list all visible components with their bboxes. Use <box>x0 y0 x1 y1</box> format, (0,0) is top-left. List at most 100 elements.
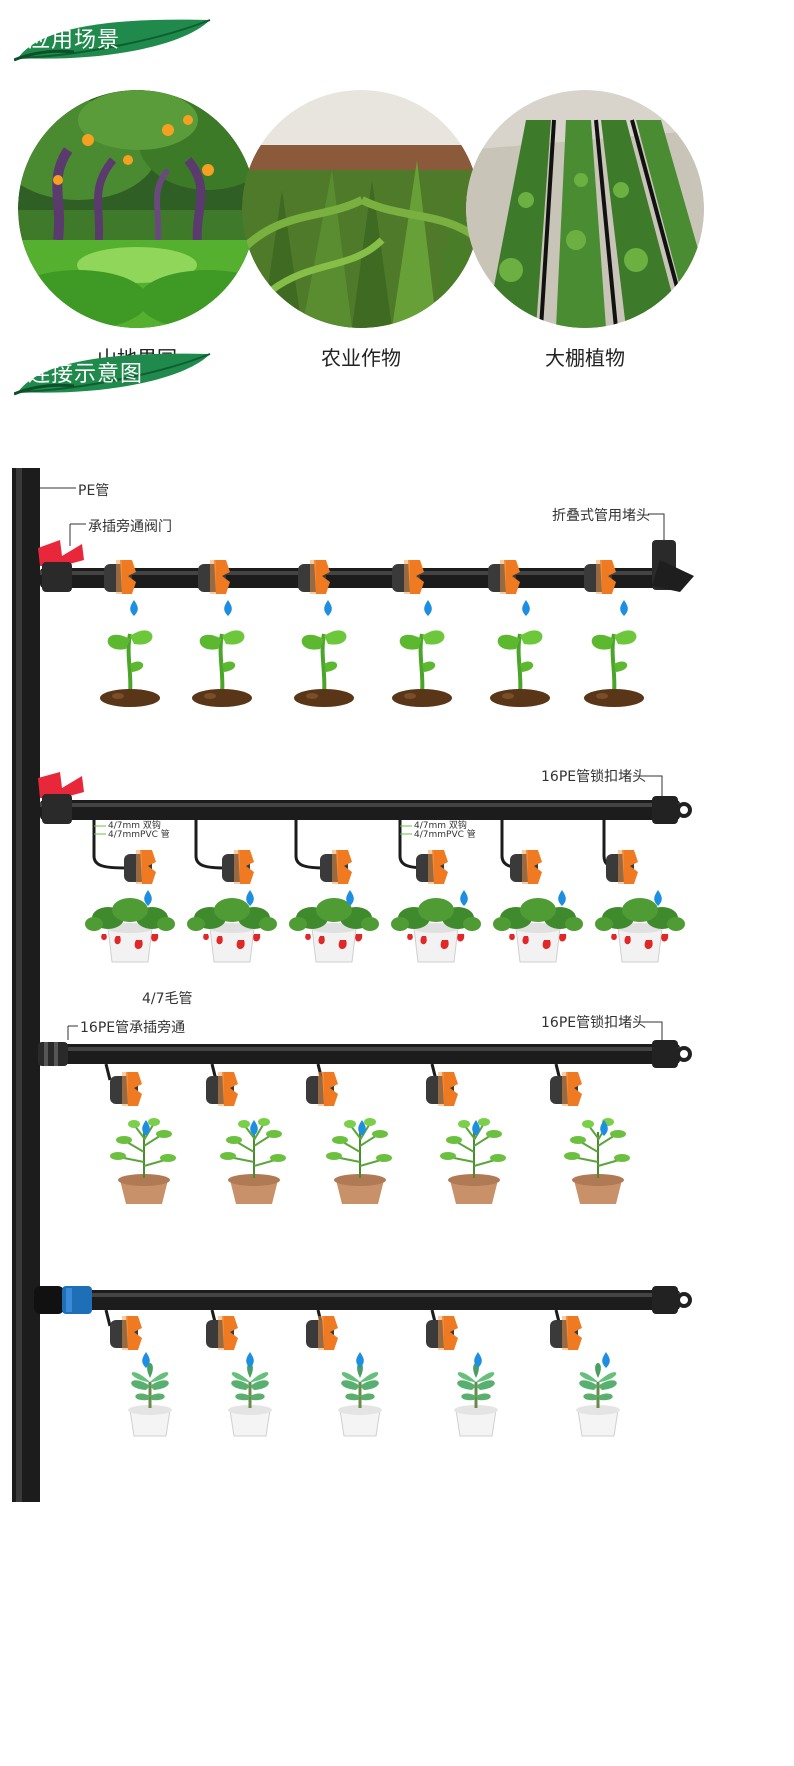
scene-caption: 大棚植物 <box>545 346 625 370</box>
seedling-icon <box>98 628 162 709</box>
water-drop-icon <box>144 890 152 906</box>
seedling-icon <box>582 628 646 709</box>
row-3-bushes <box>109 1117 631 1205</box>
scene-greenhouse: 大棚植物 <box>466 90 704 371</box>
dripper-icon <box>510 850 542 884</box>
dripper-icon <box>306 1316 338 1350</box>
row-3-drippers <box>110 1072 582 1106</box>
connection-diagram <box>12 468 694 1502</box>
water-drop-icon <box>460 890 468 906</box>
water-drop-icon <box>224 600 232 616</box>
leader-lines <box>40 487 665 1040</box>
dripper-icon <box>426 1072 458 1106</box>
dripper-icon <box>206 1316 238 1350</box>
bypass-valve-icon <box>38 540 84 592</box>
dripper-icon <box>306 1072 338 1106</box>
strawberry-pot-icon <box>186 897 278 963</box>
label-lock-end-plug: 16PE管锁扣堵头 <box>541 769 647 785</box>
section-title: 应用场景 <box>28 28 121 53</box>
succulent-pot-icon <box>336 1361 384 1438</box>
scene-caption: 农业作物 <box>321 346 401 370</box>
dripper-icon <box>206 1072 238 1106</box>
crops-image <box>242 90 480 328</box>
label-main-pipe: PE管 <box>78 483 110 499</box>
dripper-icon <box>298 560 330 594</box>
seedling-icon <box>488 628 552 709</box>
blue-connector-icon <box>34 1286 92 1314</box>
socket-bypass-icon <box>38 1042 68 1066</box>
dripper-icon <box>488 560 520 594</box>
label-lock-end-plug: 16PE管锁扣堵头 <box>541 1015 647 1031</box>
dripper-icon <box>222 850 254 884</box>
row-4-succulents <box>126 1361 622 1438</box>
dripper-icon <box>606 850 638 884</box>
label-folding-end-plug: 折叠式管用堵头 <box>552 508 650 524</box>
row-1-seedlings <box>98 628 646 709</box>
seedling-icon <box>292 628 356 709</box>
succulent-pot-icon <box>574 1361 622 1438</box>
label-capillary: 4/7毛管 <box>142 991 193 1007</box>
row-1-drops <box>130 600 628 616</box>
water-drop-icon <box>602 1352 610 1368</box>
strawberry-pot-icon <box>594 897 686 963</box>
label-pvc-tube: 4/7mmPVC 管 <box>108 830 170 840</box>
pipe-highlight <box>40 571 680 575</box>
folding-end-plug-icon <box>652 540 694 592</box>
label-pvc-tube: 4/7mmPVC 管 <box>414 830 476 840</box>
pipe-highlight <box>40 803 680 807</box>
succulent-pot-icon <box>226 1361 274 1438</box>
potted-plant-icon <box>563 1117 631 1205</box>
row-2-strawberries <box>84 897 686 963</box>
seedling-icon <box>190 628 254 709</box>
section-title: 连接示意图 <box>28 362 144 387</box>
greenhouse-image <box>466 90 704 328</box>
scene-crops: 农业作物 <box>242 90 480 371</box>
succulent-pot-icon <box>126 1361 174 1438</box>
row-4-drippers <box>110 1316 582 1350</box>
dripper-icon <box>584 560 616 594</box>
bypass-valve-icon <box>38 772 84 824</box>
label-leaders-green <box>94 825 412 835</box>
water-drop-icon <box>130 600 138 616</box>
water-drop-icon <box>424 600 432 616</box>
water-drop-icon <box>246 1352 254 1368</box>
dripper-icon <box>198 560 230 594</box>
strawberry-pot-icon <box>390 897 482 963</box>
strawberry-pot-icon <box>288 897 380 963</box>
water-drop-icon <box>324 600 332 616</box>
pipe-highlight <box>40 1047 680 1051</box>
dripper-icon <box>416 850 448 884</box>
dripper-icon <box>426 1316 458 1350</box>
dripper-icon <box>550 1316 582 1350</box>
lock-end-plug-icon <box>652 1040 692 1068</box>
label-hook: 4/7mm 双钩 <box>108 821 161 831</box>
dripper-icon <box>320 850 352 884</box>
label-hook: 4/7mm 双钩 <box>414 821 467 831</box>
water-drop-icon <box>356 1352 364 1368</box>
strawberry-pot-icon <box>84 897 176 963</box>
orchard-image <box>18 90 256 328</box>
strawberry-pot-icon <box>492 897 584 963</box>
water-drop-icon <box>654 890 662 906</box>
section-banner-connection: 连接示意图 <box>14 350 214 396</box>
water-drop-icon <box>558 890 566 906</box>
dripper-icon <box>104 560 136 594</box>
dripper-icon <box>392 560 424 594</box>
banner-leaf-shape <box>14 19 211 62</box>
row-4-drops <box>142 1352 610 1368</box>
dripper-icon <box>550 1072 582 1106</box>
seedling-icon <box>390 628 454 709</box>
lock-end-plug-icon <box>652 796 692 824</box>
water-drop-icon <box>620 600 628 616</box>
banner-leaf-shape <box>14 353 211 396</box>
succulent-pot-icon <box>452 1361 500 1438</box>
label-socket-bypass: 16PE管承插旁通 <box>80 1020 186 1036</box>
lock-end-plug-icon <box>652 1286 692 1314</box>
section-banner-scenarios: 应用场景 <box>14 16 214 62</box>
pipe-highlight <box>40 1293 680 1297</box>
water-drop-icon <box>246 890 254 906</box>
row-2-drippers <box>124 850 638 884</box>
water-drop-icon <box>522 600 530 616</box>
scene-orchard: 山地果园 <box>18 90 256 371</box>
label-bypass-valve: 承插旁通阀门 <box>88 519 172 535</box>
